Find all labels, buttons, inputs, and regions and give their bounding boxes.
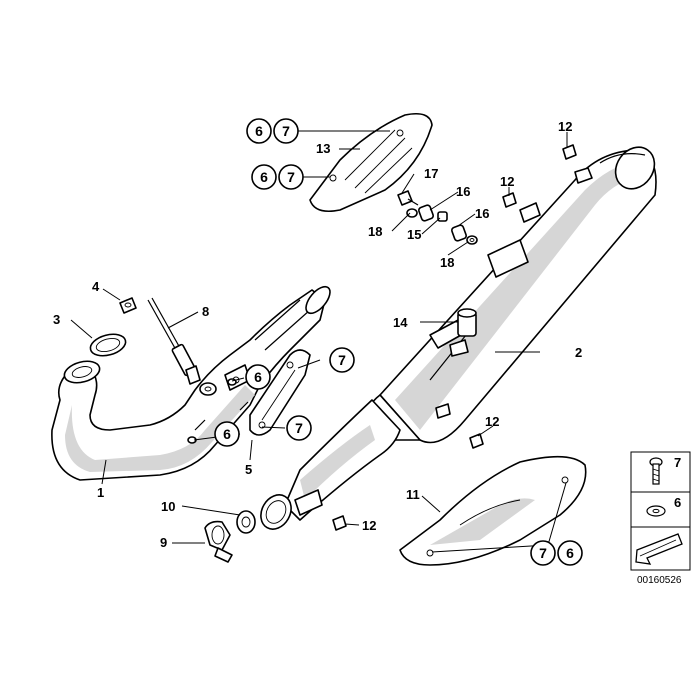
callout-labels: 1 2 3 4 5 8 9 10 11 12 12 12 12 13 14 15… — [53, 119, 582, 550]
callout-16-a: 16 — [456, 184, 470, 199]
callout-18-b: 18 — [440, 255, 454, 270]
header-pipe — [51, 285, 331, 516]
callout-8: 8 — [202, 304, 209, 319]
callout-13: 13 — [316, 141, 330, 156]
callout-2: 2 — [575, 345, 582, 360]
callout-9: 9 — [160, 535, 167, 550]
callout-7-bracket: 7 — [338, 352, 346, 368]
callout-7-shield: 7 — [539, 545, 547, 561]
legend-panel: 7 6 — [630, 451, 691, 571]
legend-screw-number: 7 — [674, 455, 681, 470]
callout-17: 17 — [424, 166, 438, 181]
nut-4 — [119, 297, 137, 314]
lambda-probe-8 — [147, 297, 201, 385]
bracket-plate-5 — [249, 349, 311, 436]
legend-washer-number: 6 — [674, 495, 681, 510]
callout-10: 10 — [161, 499, 175, 514]
heat-shield-11 — [399, 455, 587, 566]
callout-7-top: 7 — [282, 123, 290, 139]
callout-12-a: 12 — [558, 119, 572, 134]
leader-lines — [70, 130, 568, 553]
screw-icon — [649, 457, 663, 485]
callout-16-b: 16 — [475, 206, 489, 221]
callout-12-b: 12 — [500, 174, 514, 189]
gasket-ring-3 — [89, 333, 127, 357]
circled-callouts: 6 7 6 7 6 7 6 7 7 6 — [214, 118, 583, 566]
callout-15: 15 — [407, 227, 421, 242]
callout-14: 14 — [393, 315, 408, 330]
clamp-9 — [204, 520, 233, 563]
callout-11: 11 — [406, 487, 420, 502]
callout-6-bracket: 6 — [254, 369, 262, 385]
ring-10 — [236, 510, 256, 534]
diagram-code: 00160526 — [637, 575, 682, 586]
washer-icon — [646, 505, 666, 517]
callout-6-lower: 6 — [223, 426, 231, 442]
washer-nut-set — [187, 378, 237, 444]
callout-18-a: 18 — [368, 224, 382, 239]
callout-4: 4 — [92, 279, 100, 294]
callout-12-d: 12 — [362, 518, 376, 533]
callout-1: 1 — [97, 485, 104, 500]
callout-6-top: 6 — [255, 123, 263, 139]
hanger-hardware — [397, 190, 478, 245]
muffler — [260, 146, 657, 530]
callout-5: 5 — [245, 462, 252, 477]
grommet-14 — [457, 308, 477, 337]
callout-7-upper: 7 — [287, 169, 295, 185]
callout-7-lower: 7 — [295, 420, 303, 436]
clip-nuts-12 — [332, 144, 577, 531]
callout-6-shield: 6 — [566, 545, 574, 561]
arrow-icon — [635, 533, 683, 565]
callout-6-upper: 6 — [260, 169, 268, 185]
heat-shield-13 — [309, 112, 433, 213]
callout-12-c: 12 — [485, 414, 499, 429]
callout-3: 3 — [53, 312, 60, 327]
